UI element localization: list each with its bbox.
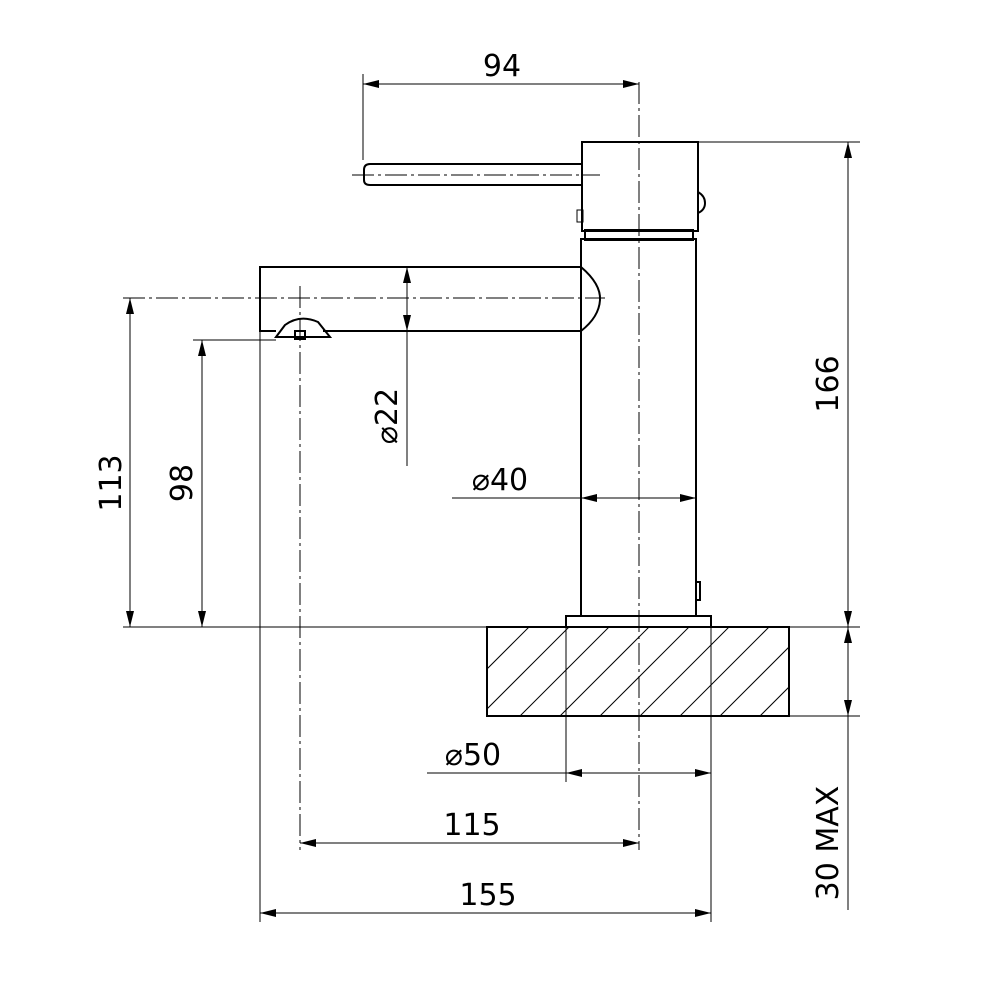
- bench-section: [486, 626, 790, 717]
- spout: [259, 266, 581, 332]
- dim-lever-reach: 94: [363, 49, 639, 88]
- centre-lines: [123, 82, 640, 850]
- aerator: [274, 317, 333, 338]
- dim-spout-diameter: ⌀22: [370, 267, 411, 444]
- dim-spout-diameter-label: ⌀22: [370, 388, 405, 444]
- tap-body: [259, 141, 712, 628]
- bench-outline: [486, 626, 790, 717]
- bench-hatching: [487, 627, 789, 716]
- dim-total-projection-label: 155: [459, 878, 516, 913]
- dim-outlet-height: 98: [165, 340, 206, 627]
- dim-body-diameter: ⌀40: [472, 463, 696, 502]
- dim-max-thickness-label: 30 MAX: [811, 786, 846, 901]
- head-indicator: [576, 209, 584, 223]
- dim-body-diameter-label: ⌀40: [472, 463, 528, 498]
- dim-lever-reach-label: 94: [483, 49, 521, 84]
- dim-total-height-label: 166: [811, 355, 846, 412]
- dim-outlet-projection-label: 115: [443, 808, 500, 843]
- body-detail: [696, 581, 701, 601]
- extension-lines: [123, 74, 860, 922]
- dim-total-height: 166: [811, 142, 852, 627]
- dim-spout-height: 113: [94, 298, 134, 627]
- dim-base-diameter-label: ⌀50: [445, 738, 501, 773]
- dim-outlet-projection: 115: [300, 808, 639, 847]
- dim-spout-height-label: 113: [94, 454, 129, 511]
- head-button: [697, 191, 707, 214]
- dim-max-thickness: 30 MAX: [811, 627, 852, 910]
- spout-end-curve: [580, 266, 602, 332]
- dim-outlet-height-label: 98: [165, 464, 200, 502]
- mixer-head: [581, 141, 699, 232]
- dim-base-diameter: ⌀50: [445, 738, 711, 777]
- dim-total-projection: 155: [260, 878, 711, 917]
